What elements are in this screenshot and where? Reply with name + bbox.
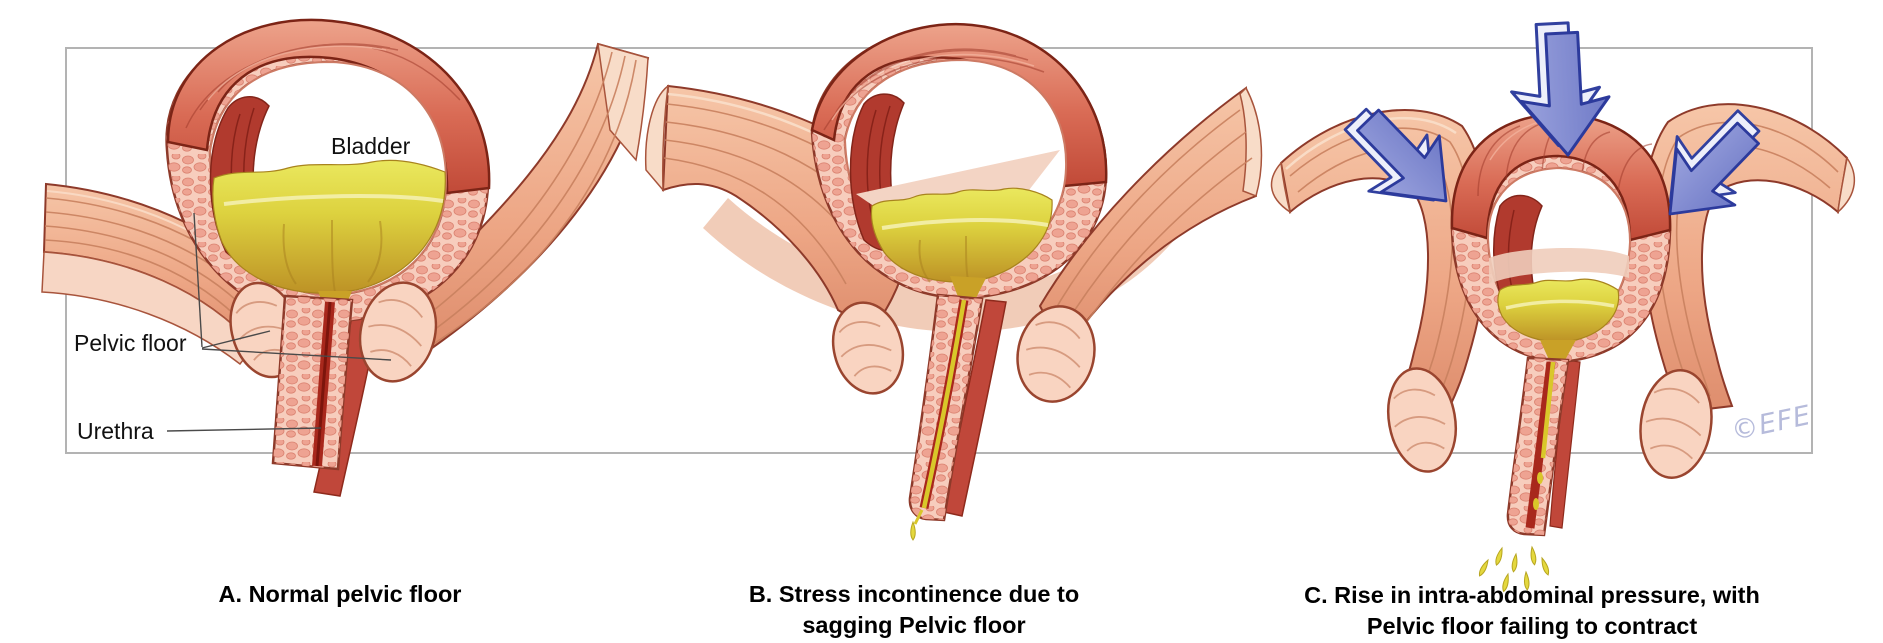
urine-surface-highlight — [223, 194, 444, 206]
panel-a-anatomy — [41, 18, 650, 497]
pelvic-floor-label: Pelvic floor — [74, 330, 187, 356]
pelvic-floor-leader-line-3 — [201, 348, 392, 361]
urine-surface-highlight — [1505, 299, 1615, 310]
urethra-lumen — [1525, 361, 1556, 529]
caption-panel-c-line2: Pelvic floor failing to contract — [1366, 613, 1698, 639]
muscle-striations — [407, 51, 637, 347]
muscle-cut-face — [1837, 156, 1856, 214]
urine-surface-highlight — [881, 218, 1049, 230]
urethra-lumen-core — [315, 301, 332, 467]
pelvic-floor-bundle-right — [1639, 369, 1713, 479]
urine-leak-drop — [910, 521, 916, 541]
urine-stream — [1540, 361, 1556, 459]
muscle-cut-face — [597, 42, 649, 162]
urine-pool — [1497, 278, 1620, 343]
bladder-neck-urine — [950, 276, 986, 302]
caption-panel-a-line1: A. Normal pelvic floor — [218, 581, 462, 607]
urine-drips-in-lumen — [1533, 472, 1543, 510]
caption-panel-a: A. Normal pelvic floor — [219, 579, 462, 610]
bladder-neck-urine — [1540, 340, 1576, 362]
caption-panel-c: C. Rise in intra-abdominal pressure, wit… — [1304, 580, 1760, 642]
pelvic-floor-bundle-left — [831, 301, 905, 395]
pelvic-floor-bundle-right — [1016, 305, 1096, 403]
muscle-cut-face — [1270, 161, 1292, 214]
posterior-tissue-band — [943, 299, 1007, 517]
caption-panel-b-line2: sagging Pelvic floor — [802, 612, 1026, 638]
bladder-label: Bladder — [331, 133, 411, 159]
urine-folds — [282, 219, 383, 293]
muscle-striations — [1051, 109, 1253, 343]
pelvic-floor-bundle-right — [358, 281, 438, 383]
urethra-leader-line — [166, 427, 322, 432]
urine-pool — [212, 159, 446, 294]
pelvic-floor-sheet-right — [1038, 86, 1258, 354]
muscle-cut-face — [644, 84, 669, 193]
panel-c-anatomy — [1270, 19, 1856, 593]
dome-striations — [1477, 123, 1653, 197]
dome-highlight — [207, 45, 387, 101]
pelvic-floor-leader-line-2 — [201, 330, 271, 349]
pelvic-floor-bundle-left — [1387, 367, 1457, 473]
urine-trickle — [913, 509, 924, 525]
bladder-detrusor-dome — [1450, 112, 1672, 242]
urethra-wall-pebbles — [273, 296, 352, 469]
bladder-detrusor-dome — [166, 18, 491, 195]
pelvic-floor-leader-line-1 — [193, 212, 203, 348]
caption-panel-b: B. Stress incontinence due to sagging Pe… — [749, 579, 1079, 641]
urine-pool — [870, 187, 1053, 283]
dome-highlight — [831, 53, 1035, 121]
caption-panel-c-line1: C. Rise in intra-abdominal pressure, wit… — [1304, 582, 1760, 608]
urethra-label: Urethra — [77, 418, 154, 444]
muscle-cut-face — [1239, 86, 1263, 197]
urine-stream — [921, 299, 967, 509]
leader-lines — [166, 212, 392, 432]
panel-b-anatomy — [644, 22, 1263, 541]
caption-panel-b-line1: B. Stress incontinence due to — [748, 581, 1080, 607]
sagging-sheet-through-cavity — [1489, 247, 1629, 284]
